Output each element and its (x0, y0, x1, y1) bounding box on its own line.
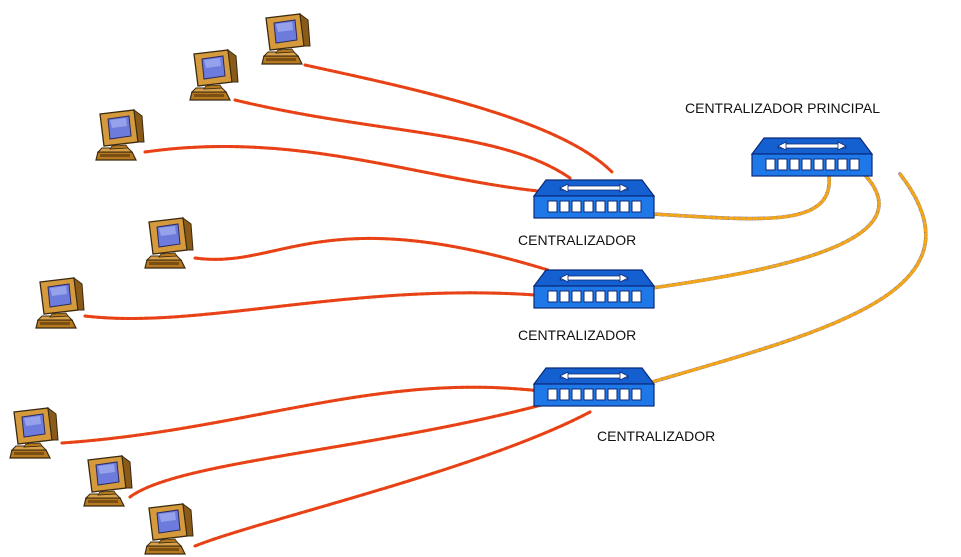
computer-icon (9, 407, 59, 459)
computer-icon (261, 13, 311, 65)
hub-icon (533, 179, 655, 219)
computer-icon (189, 49, 239, 101)
computer-icon (83, 455, 133, 507)
computers (9, 13, 311, 555)
computer-icon (35, 277, 85, 329)
computer-icon (144, 503, 194, 555)
uplink-hub2 (650, 170, 881, 290)
pc-cables (60, 63, 614, 548)
hub-1-label: CENTRALIZADOR (518, 232, 636, 248)
uplink-cables (650, 168, 928, 384)
computer-icon (144, 217, 194, 269)
cable-pc5-hub2 (83, 291, 550, 320)
cable-pc1-hub1 (303, 63, 614, 174)
computer-icon (95, 109, 145, 161)
hub-icon (751, 137, 873, 177)
hub-main-label: CENTRALIZADOR PRINCIPAL (685, 100, 880, 116)
hub-icon (533, 367, 655, 407)
uplink-hub3 (650, 172, 928, 384)
hub-icon (533, 269, 655, 309)
hub-3-label: CENTRALIZADOR (597, 428, 715, 444)
hub-2-label: CENTRALIZADOR (518, 327, 636, 343)
cable-pc7-hub3 (128, 398, 562, 499)
